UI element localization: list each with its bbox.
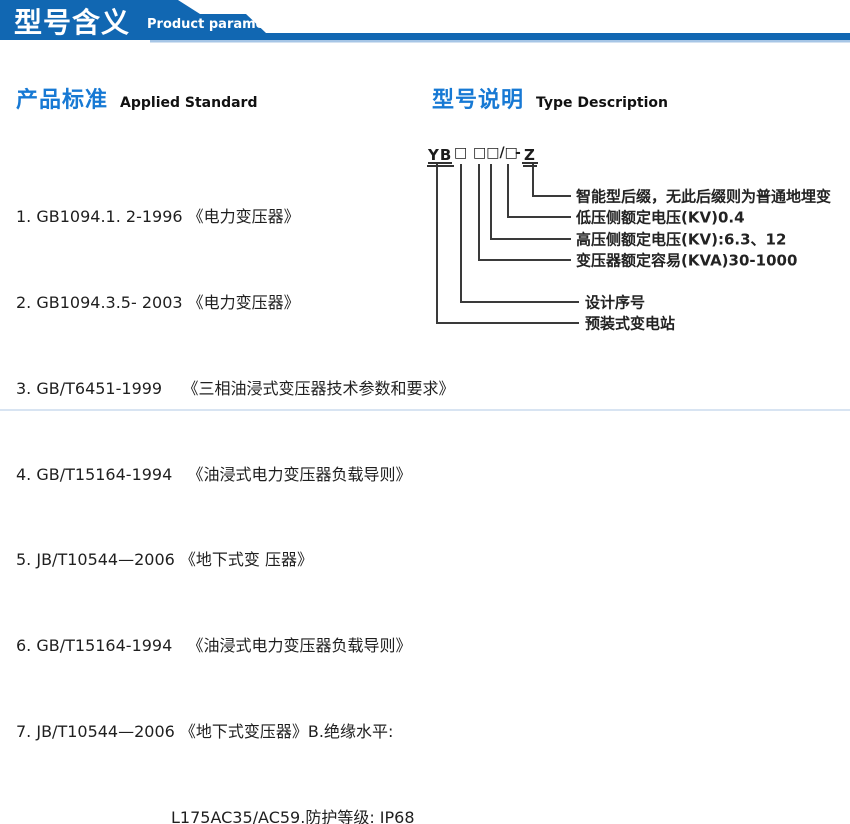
diagram-label-lv-rated-voltage: 低压侧额定电压(KV)0.4 bbox=[576, 208, 745, 227]
diagram-label-rated-capacity: 变压器额定容易(KVA)30-1000 bbox=[576, 251, 798, 270]
standards-title-en: Applied Standard bbox=[120, 95, 258, 111]
diagram-label-smart-suffix: 智能型后缀，无此后缀则为普通地埋变 bbox=[576, 187, 832, 206]
standards-list-item: 5. JB/T10544—2006 《地下式变 压器》 bbox=[16, 550, 314, 570]
standards-list-item: 2. GB1094.3.5- 2003 《电力变压器》 bbox=[16, 292, 300, 312]
diagram-connector-lines bbox=[436, 164, 579, 324]
type-description-title-en: Type Description bbox=[536, 95, 668, 111]
standards-list-item: 3. GB/T6451-1999 《三相油浸式变压器技术参数和要求》 bbox=[16, 378, 455, 398]
standards-list-item-continuation: L175AC35/AC59.防护等级: IP68 bbox=[171, 807, 415, 824]
page-title: 型号含义 bbox=[14, 6, 131, 39]
page-subtitle: Product parameters bbox=[147, 17, 294, 32]
standards-title-cn: 产品标准 bbox=[16, 88, 109, 113]
standards-list-item: 1. GB1094.1. 2-1996 《电力变压器》 bbox=[16, 207, 300, 227]
model-code-dash: - bbox=[515, 145, 521, 161]
type-description-title-cn: 型号说明 bbox=[432, 88, 525, 113]
diagram-label-prefabricated-substation: 预装式变电站 bbox=[585, 314, 676, 333]
standards-list: 1. GB1094.1. 2-1996 《电力变压器》 2. GB1094.3.… bbox=[16, 146, 455, 824]
standards-section-header: 产品标准 Applied Standard bbox=[16, 82, 257, 114]
standards-list-item: 7. JB/T10544—2006 《地下式变压器》B.绝缘水平: bbox=[16, 721, 394, 741]
diagram-label-design-serial: 设计序号 bbox=[585, 293, 646, 312]
diagram-label-hv-rated-voltage: 高压侧额定电压(KV):6.3、12 bbox=[576, 230, 787, 249]
standards-list-item: 6. GB/T15164-1994 《油浸式电力变压器负载导则》 bbox=[16, 636, 412, 656]
header-underline bbox=[150, 40, 850, 43]
model-code-boxes-mid: □□/□ bbox=[473, 145, 518, 161]
model-code-box1: □ bbox=[454, 145, 468, 161]
model-code-prefix: YB bbox=[427, 146, 455, 167]
standards-list-item: 4. GB/T15164-1994 《油浸式电力变压器负载导则》 bbox=[16, 464, 412, 484]
model-code-suffix: Z bbox=[523, 146, 537, 167]
type-description-section-header: 型号说明 Type Description bbox=[432, 82, 668, 114]
